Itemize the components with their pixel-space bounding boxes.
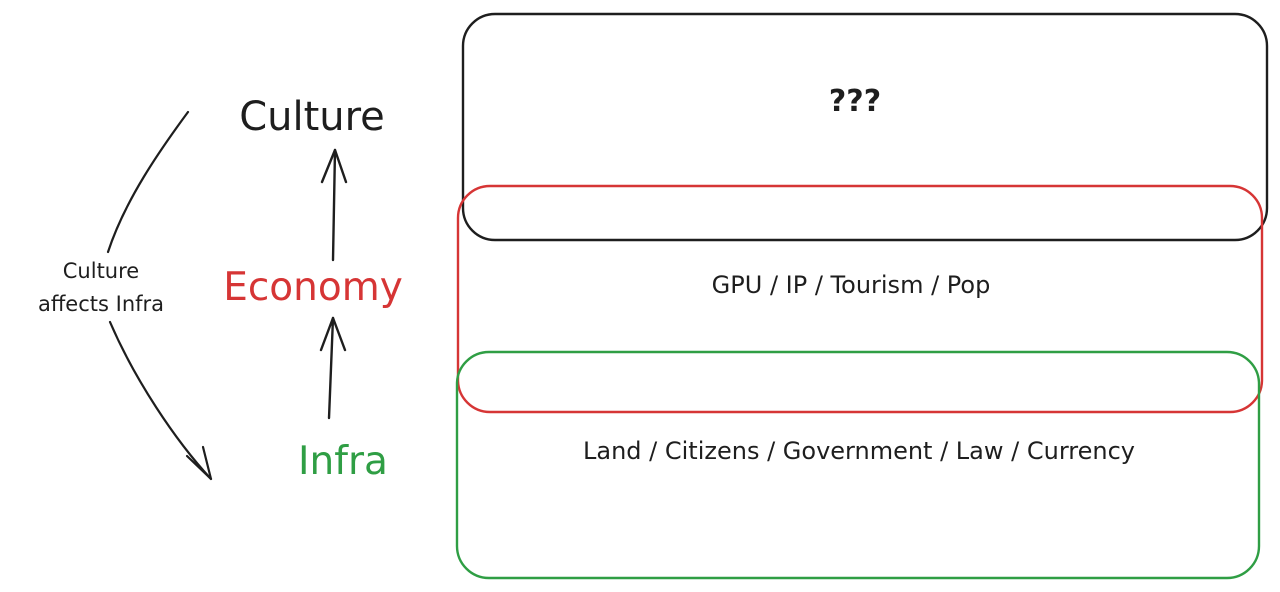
- bottom-box-text: Land / Citizens / Government / Law / Cur…: [583, 437, 1135, 465]
- infra-to-economy-arrow: [319, 316, 347, 420]
- side-note-line-1: Culture: [63, 259, 139, 283]
- bottom-box: [455, 350, 1261, 580]
- side-note-line-2: affects Infra: [38, 292, 164, 316]
- middle-box-text: GPU / IP / Tourism / Pop: [712, 271, 991, 299]
- top-box: [461, 12, 1269, 242]
- infra-to-economy-shaft: [327, 316, 335, 420]
- curved-arrow-lower-segment: [108, 320, 213, 481]
- economy-to-culture-arrow: [320, 148, 348, 262]
- economy-to-culture-shaft: [331, 148, 337, 262]
- economy-to-culture-head: [320, 148, 348, 184]
- economy-label: Economy: [223, 265, 403, 310]
- middle-box: [456, 184, 1264, 414]
- culture-label: Culture: [239, 94, 385, 140]
- curved-arrow-head: [185, 445, 213, 481]
- infra-label: Infra: [298, 439, 388, 484]
- top-box-text: ???: [829, 84, 881, 119]
- curved-arrow-upper-segment: [106, 110, 190, 254]
- culture-to-infra-curved-arrow: [106, 110, 213, 481]
- infra-to-economy-head: [319, 316, 347, 352]
